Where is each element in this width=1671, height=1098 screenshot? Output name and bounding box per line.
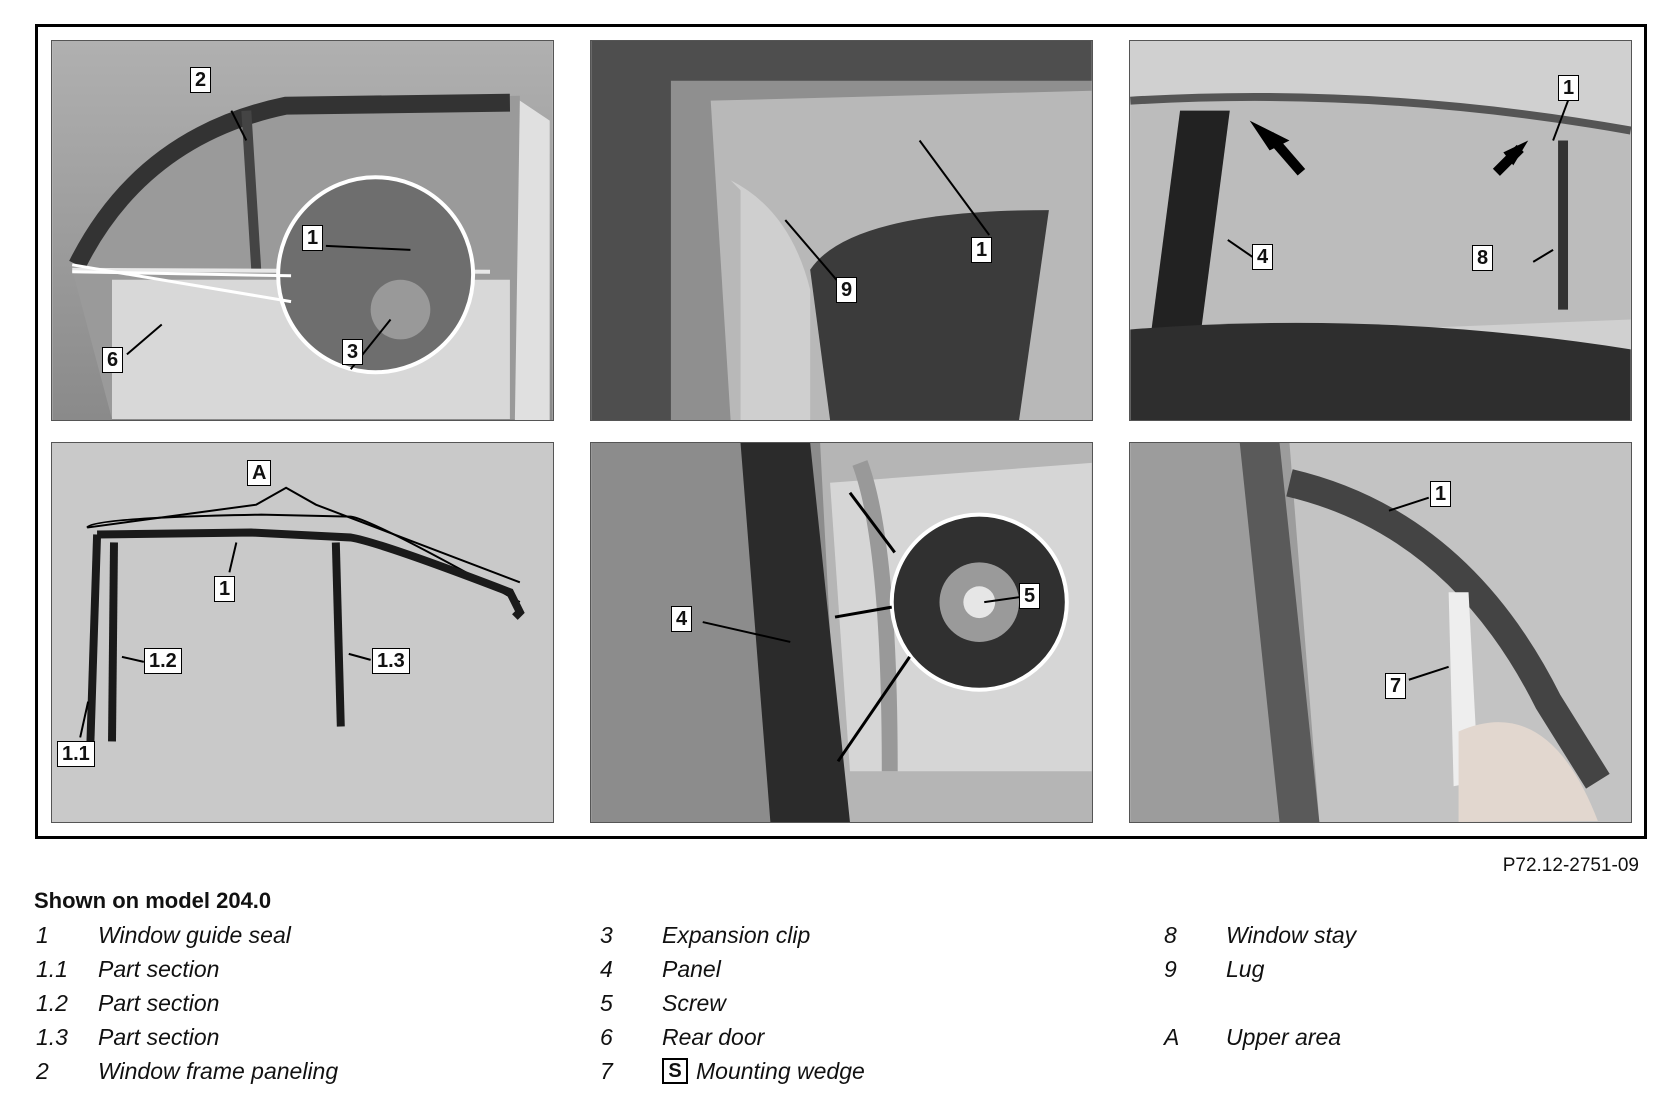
callout-8: 8	[1472, 245, 1494, 271]
legend-label: Upper area	[1226, 1023, 1342, 1050]
legend-code: 1	[36, 921, 49, 948]
callout-1-3: 1.3	[372, 648, 410, 674]
legend-code: 9	[1164, 955, 1177, 982]
legend-code: 2	[36, 1057, 49, 1084]
callout-5: 5	[1019, 583, 1041, 609]
legend-label: Mounting wedge	[696, 1057, 865, 1084]
legend-label: Window guide seal	[98, 921, 291, 948]
panel-lug-closeup: 1 9	[590, 40, 1093, 421]
figure-caption: Shown on model 204.0	[34, 888, 272, 913]
legend-code: A	[1164, 1023, 1180, 1050]
legend-label: Screw	[662, 989, 726, 1016]
callout-1: 1	[214, 576, 236, 602]
legend-item: 6 Rear door	[600, 1020, 865, 1054]
legend-label: Part section	[98, 1023, 220, 1050]
callout-9: 9	[836, 277, 858, 303]
callout-6: 6	[102, 347, 124, 373]
figure-frame: 2 1 3 6 1 9	[35, 24, 1647, 839]
callout-4: 4	[1252, 244, 1274, 270]
legend-label: Part section	[98, 955, 220, 982]
panel-rear-door: 2 1 3 6	[51, 40, 554, 421]
legend-label: Rear door	[662, 1023, 765, 1050]
legend-item	[1164, 986, 1356, 1020]
legend-code: 8	[1164, 921, 1177, 948]
callout-2: 2	[190, 67, 212, 93]
panel-window-top: 1 4 8	[1129, 40, 1632, 421]
legend-label: Window frame paneling	[98, 1057, 339, 1084]
callout-1: 1	[1430, 481, 1452, 507]
callout-1-2: 1.2	[144, 648, 182, 674]
rear-door-illustration	[52, 41, 553, 420]
legend-code: 3	[600, 921, 613, 948]
special-tool-icon: S	[662, 1058, 688, 1084]
legend-item: 1.1 Part section	[36, 952, 338, 986]
mounting-wedge-illustration	[1130, 443, 1631, 822]
legend-item: 1.3 Part section	[36, 1020, 338, 1054]
legend-item: 5 Screw	[600, 986, 865, 1020]
legend-item: 8 Window stay	[1164, 918, 1356, 952]
legend-item: 9 Lug	[1164, 952, 1356, 986]
legend-code: 4	[600, 955, 613, 982]
legend-column-2: 3 Expansion clip 4 Panel 5 Screw 6 Rear door…	[600, 918, 865, 1088]
legend-code: 5	[600, 989, 613, 1016]
legend-item: 2 Window frame paneling	[36, 1054, 338, 1088]
legend-item: 3 Expansion clip	[600, 918, 865, 952]
image-reference: P72.12-2751-09	[1502, 855, 1639, 876]
legend-label: Lug	[1226, 955, 1265, 982]
callout-A: A	[247, 460, 272, 486]
seal-diagram-illustration	[52, 443, 553, 822]
screw-detail-illustration	[591, 443, 1092, 822]
legend-column-3: 8 Window stay 9 Lug A Upper area	[1164, 918, 1356, 1054]
legend-code: 1.3	[36, 1023, 68, 1050]
panel-seal-diagram: A 1 1.2 1.3 1.1	[51, 442, 554, 823]
legend-code: 1.1	[36, 955, 68, 982]
callout-7: 7	[1385, 673, 1407, 699]
legend-code: 6	[600, 1023, 613, 1050]
legend-code: 1.2	[36, 989, 68, 1016]
legend-label: Expansion clip	[662, 921, 811, 948]
legend-code: 7	[600, 1057, 613, 1084]
legend-item: A Upper area	[1164, 1020, 1356, 1054]
legend-label: Panel	[662, 955, 721, 982]
legend-item: 1 Window guide seal	[36, 918, 338, 952]
legend-item: 4 Panel	[600, 952, 865, 986]
callout-1: 1	[971, 237, 993, 263]
legend-label: Window stay	[1226, 921, 1357, 948]
legend-item: 1.2 Part section	[36, 986, 338, 1020]
legend-item: 7 S Mounting wedge	[600, 1054, 865, 1088]
window-top-illustration	[1130, 41, 1631, 420]
lug-illustration	[591, 41, 1092, 420]
callout-4: 4	[671, 606, 693, 632]
panel-screw-detail: 4 5	[590, 442, 1093, 823]
callout-3: 3	[342, 339, 364, 365]
legend-label: Part section	[98, 989, 220, 1016]
callout-1: 1	[302, 225, 324, 251]
callout-1: 1	[1558, 75, 1580, 101]
panel-mounting-wedge: 1 7	[1129, 442, 1632, 823]
callout-1-1: 1.1	[57, 741, 95, 767]
